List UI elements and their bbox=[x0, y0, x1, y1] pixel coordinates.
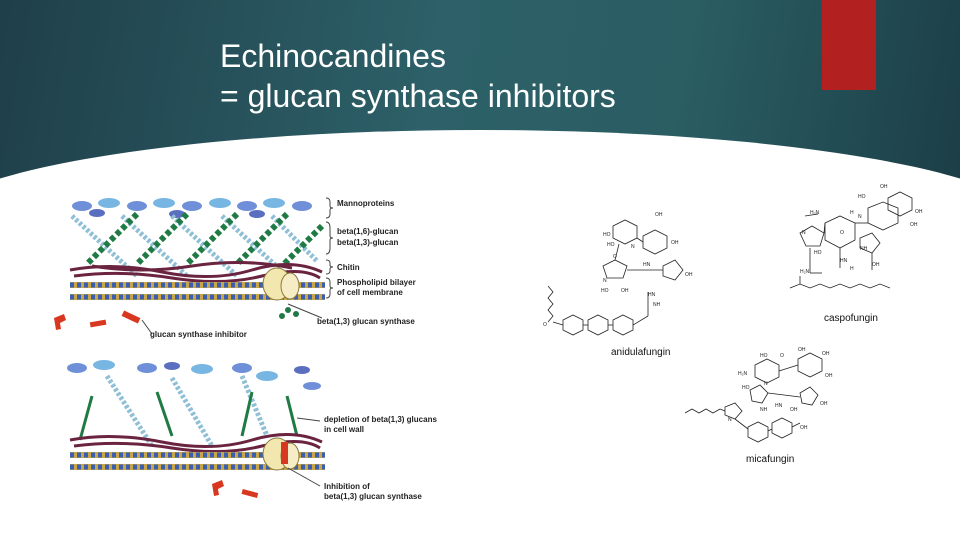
label-synthase: beta(1,3) glucan synthase bbox=[317, 317, 415, 326]
beta16-glucan-depleted bbox=[78, 391, 299, 441]
svg-text:HO: HO bbox=[858, 194, 866, 200]
svg-text:NH: NH bbox=[653, 302, 661, 308]
svg-text:O: O bbox=[840, 230, 844, 236]
slide-header bbox=[0, 0, 960, 180]
label-inhibitor: glucan synthase inhibitor bbox=[150, 330, 247, 339]
chitin-fibers bbox=[69, 260, 323, 284]
svg-text:N: N bbox=[802, 230, 806, 236]
svg-text:OH: OH bbox=[872, 262, 880, 268]
slide-title: Echinocandines = glucan synthase inhibit… bbox=[220, 36, 616, 116]
label-depletion-2: in cell wall bbox=[324, 425, 364, 434]
label-phospholipid-1: Phospholipid bilayer bbox=[337, 278, 416, 287]
top-panel: Mannoproteins beta(1,6)-glucan beta(1,3)… bbox=[54, 197, 416, 339]
svg-text:HN: HN bbox=[775, 403, 783, 409]
svg-text:N: N bbox=[603, 278, 607, 284]
title-line-2: = glucan synthase inhibitors bbox=[220, 78, 616, 114]
cell-wall-diagram: Mannoproteins beta(1,6)-glucan beta(1,3)… bbox=[54, 197, 437, 501]
label-inhibition-1: Inhibition of bbox=[324, 482, 370, 491]
mannoproteins-bottom bbox=[67, 360, 321, 390]
bottom-panel: depletion of beta(1,3) glucans in cell w… bbox=[67, 360, 437, 501]
svg-text:HO: HO bbox=[601, 288, 609, 294]
svg-text:HO: HO bbox=[742, 385, 750, 391]
svg-text:N: N bbox=[631, 244, 635, 250]
beta13-glucan-depleted bbox=[104, 374, 270, 448]
svg-text:H: H bbox=[850, 266, 854, 272]
svg-text:OH: OH bbox=[790, 407, 798, 413]
svg-text:HN: HN bbox=[840, 258, 848, 264]
title-line-1: Echinocandines bbox=[220, 38, 446, 74]
glucan-synthase-enzyme bbox=[262, 267, 300, 319]
label-brackets bbox=[141, 197, 334, 335]
svg-text:OH: OH bbox=[825, 373, 833, 379]
svg-text:OH: OH bbox=[685, 272, 693, 278]
caption-anidulafungin: anidulafungin bbox=[611, 347, 671, 358]
svg-text:NH: NH bbox=[860, 246, 868, 252]
caspofungin-structure: OH HO H N OH OH H₂N N HO HN OH H₂N H NH … bbox=[789, 184, 923, 289]
accent-bar bbox=[822, 0, 876, 90]
svg-text:N: N bbox=[858, 214, 862, 220]
header-curve bbox=[0, 130, 960, 180]
label-pointers-bottom bbox=[287, 417, 321, 487]
svg-text:H₂N: H₂N bbox=[810, 210, 820, 216]
inhibitor-molecules bbox=[54, 310, 141, 330]
svg-text:OH: OH bbox=[915, 209, 923, 215]
svg-text:OH: OH bbox=[800, 425, 808, 431]
micafungin-structure: OH HO O OH H₂N OH HO N OH HN OH NH OH N bbox=[684, 347, 833, 443]
svg-text:HN: HN bbox=[648, 292, 656, 298]
inhibitor-molecules-bottom bbox=[212, 480, 259, 498]
label-beta13: beta(1,3)-glucan bbox=[337, 238, 398, 247]
anidulafungin-structure: OH HO OH HO N O HN OH HO OH HN NH N O bbox=[543, 212, 693, 336]
label-phospholipid-2: of cell membrane bbox=[337, 288, 403, 297]
caption-micafungin: micafungin bbox=[746, 454, 795, 465]
label-chitin: Chitin bbox=[337, 263, 360, 272]
svg-text:O: O bbox=[613, 254, 617, 260]
svg-text:H: H bbox=[850, 210, 854, 216]
svg-text:HO: HO bbox=[607, 242, 615, 248]
svg-text:N: N bbox=[728, 417, 732, 423]
svg-text:OH: OH bbox=[798, 347, 806, 353]
label-inhibition-2: beta(1,3) glucan synthase bbox=[324, 492, 422, 501]
svg-text:O: O bbox=[543, 322, 547, 328]
beta16-glucan-chains bbox=[84, 211, 325, 269]
mannoproteins bbox=[72, 198, 312, 218]
svg-text:OH: OH bbox=[655, 212, 663, 218]
svg-text:O: O bbox=[780, 353, 784, 359]
svg-text:OH: OH bbox=[820, 401, 828, 407]
inhibited-synthase-enzyme bbox=[262, 437, 300, 471]
svg-text:OH: OH bbox=[910, 222, 918, 228]
svg-text:H₂N: H₂N bbox=[738, 371, 748, 377]
svg-text:NH: NH bbox=[760, 407, 768, 413]
label-depletion-1: depletion of beta(1,3) glucans bbox=[324, 415, 437, 424]
svg-text:H₂N: H₂N bbox=[800, 269, 810, 275]
caption-caspofungin: caspofungin bbox=[824, 313, 878, 324]
svg-text:HO: HO bbox=[603, 232, 611, 238]
svg-text:HN: HN bbox=[643, 262, 651, 268]
svg-text:OH: OH bbox=[880, 184, 888, 190]
chitin-fibers-bottom bbox=[69, 432, 323, 454]
svg-text:OH: OH bbox=[822, 351, 830, 357]
label-beta16: beta(1,6)-glucan bbox=[337, 227, 398, 236]
svg-text:OH: OH bbox=[671, 240, 679, 246]
svg-text:OH: OH bbox=[621, 288, 629, 294]
svg-text:N: N bbox=[764, 381, 768, 387]
svg-text:HO: HO bbox=[814, 250, 822, 256]
svg-text:HO: HO bbox=[760, 353, 768, 359]
label-mannoproteins: Mannoproteins bbox=[337, 199, 395, 208]
